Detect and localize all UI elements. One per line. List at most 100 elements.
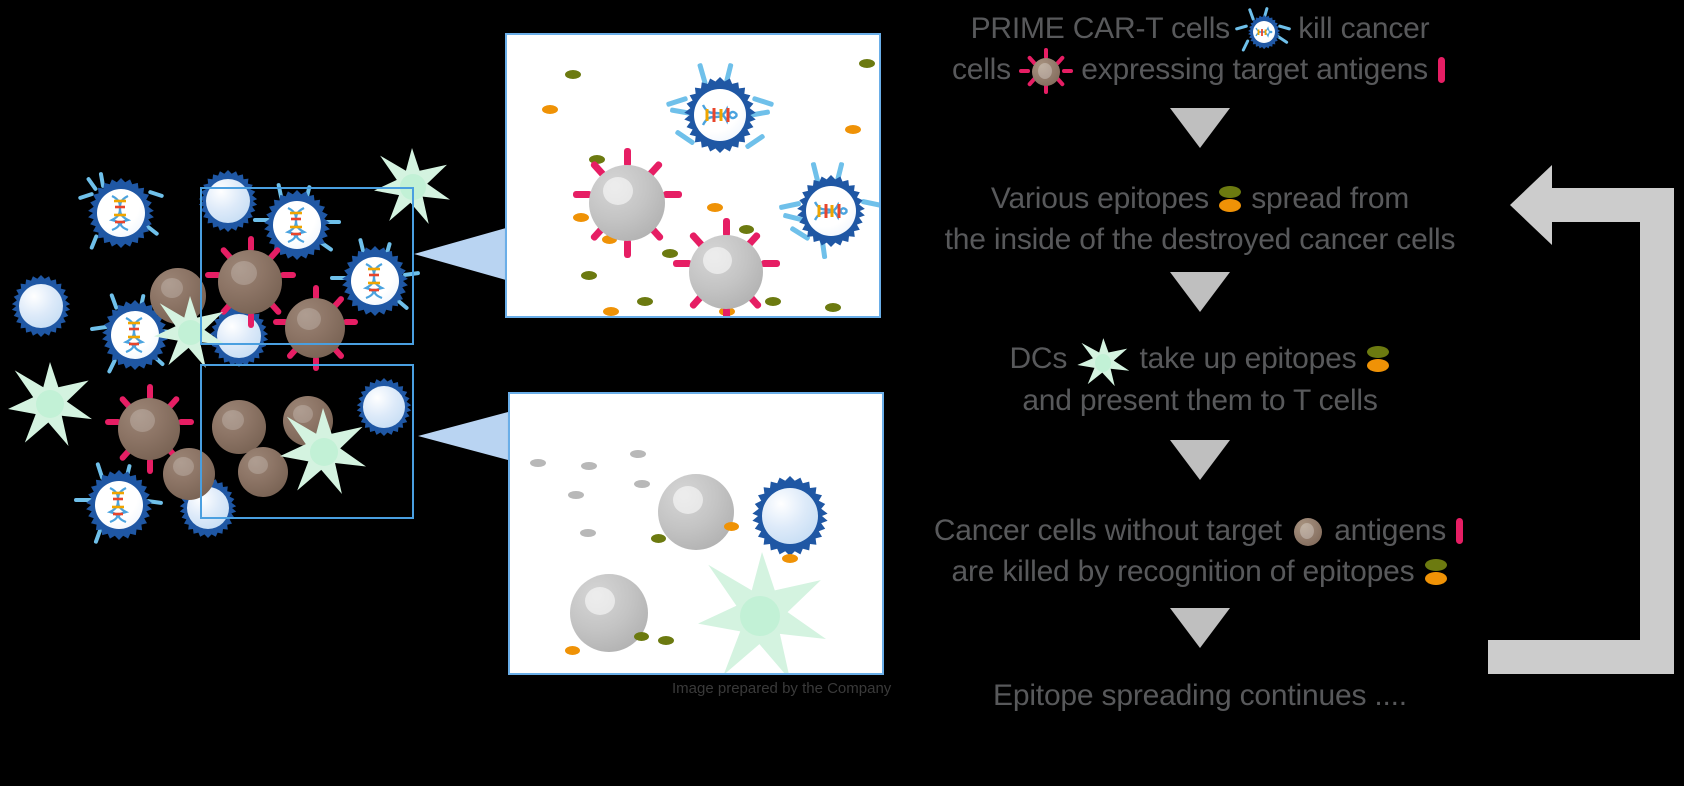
step-dcs-present-epitopes: DCs take up epitopes and present them to… [900, 338, 1500, 421]
cancer-cell-plain [163, 448, 215, 500]
dna-helix-icon [108, 195, 132, 232]
feedback-loop-arrowhead-icon [1510, 165, 1552, 245]
step-4-text-b: antigens [1326, 514, 1455, 547]
t-cell [197, 170, 259, 232]
inset-panel-bottom [508, 392, 884, 675]
epitope-olive-icon [634, 632, 649, 641]
step-1-text-b: kill cancer [1290, 12, 1430, 45]
cancer-cell-plain [238, 447, 288, 497]
epitope-olive-icon [565, 70, 581, 79]
epitope-orange-icon [602, 235, 617, 244]
epitope-orange-icon [845, 125, 861, 134]
step-2-text-b: spread from [1243, 182, 1410, 215]
step-4-text-c: are killed by recognition of epitopes [951, 555, 1423, 588]
dendritic-cell [154, 296, 226, 368]
debris-gray-icon [581, 462, 597, 470]
step-2-line-1: Various epitopes spread from [900, 178, 1500, 219]
epitope-orange-icon [724, 522, 739, 531]
flow-arrow-4 [1170, 608, 1230, 648]
debris-gray-icon [530, 459, 546, 467]
dying-cancer-cell [673, 218, 780, 316]
debris-gray-icon [568, 491, 584, 499]
cart-cell [89, 292, 180, 375]
step-4-line-2: are killed by recognition of epitopes [900, 551, 1500, 592]
step-epitopes-spread: Various epitopes spread from the inside … [900, 178, 1500, 260]
t-cell [750, 476, 830, 563]
step-prime-cart-kills-cancer: PRIME CAR-T cells [900, 6, 1500, 95]
feedback-loop-vertical [1640, 222, 1674, 674]
selection-box-bottom[interactable] [200, 364, 414, 519]
inset-panel-top [505, 33, 881, 318]
flow-arrow-2 [1170, 272, 1230, 312]
epitope-olive-icon [581, 271, 597, 280]
antigen-bar-icon [1454, 518, 1466, 546]
step-3-text-b: take up epitopes [1131, 342, 1365, 375]
step-1-line-2: cells expressing target antigens [900, 48, 1500, 95]
cancer-cell-plain-icon [1290, 515, 1326, 549]
epitope-orange-icon [573, 213, 589, 222]
dying-cancer-cell [565, 574, 649, 655]
epitope-olive-icon [825, 303, 841, 312]
epitope-olive-icon [658, 636, 674, 645]
feedback-loop-horizontal [1488, 640, 1674, 674]
selection-box-top[interactable] [200, 187, 414, 345]
dna-helix-icon [1255, 26, 1273, 38]
antigen-bar-icon [1436, 57, 1448, 85]
debris-gray-icon [630, 450, 646, 458]
dendritic-cell [698, 552, 826, 673]
debris-gray-icon [634, 480, 650, 488]
step-3-text-a: DCs [1009, 342, 1076, 375]
step-2-text-a: Various epitopes [990, 182, 1218, 215]
flow-arrow-3 [1170, 440, 1230, 480]
debris-gray-icon [580, 529, 596, 537]
cart-cell [77, 171, 165, 251]
step-1-text-a: PRIME CAR-T cells [970, 12, 1239, 45]
epitope-orange-icon [603, 307, 619, 316]
epitope-pair-icon [1217, 184, 1243, 216]
step-epitope-spreading-continues: Epitope spreading continues .... [900, 675, 1500, 716]
step-3-line-2: and present them to T cells [1022, 384, 1378, 418]
cart-cell-icon [1234, 6, 1292, 53]
cancer-cell-with-antigen-icon [1019, 48, 1074, 95]
dna-helix-icon [106, 487, 130, 524]
dying-cancer-cell [651, 474, 739, 550]
epitope-orange-icon [707, 203, 723, 212]
epitope-olive-icon [739, 225, 754, 234]
cancer-cell-with-antigen [205, 236, 296, 328]
epitope-orange-icon [565, 646, 580, 655]
dendritic-cell [280, 408, 366, 494]
t-cell [10, 275, 72, 337]
epitope-olive-icon [859, 59, 875, 68]
epitope-orange-icon [782, 554, 798, 563]
step-1-text-d: expressing target antigens [1073, 53, 1437, 86]
epitope-olive-icon [589, 155, 605, 164]
dna-helix-icon [701, 104, 739, 126]
habitat-overview [0, 0, 500, 786]
cart-cell [330, 237, 421, 316]
feedback-loop-neck [1552, 188, 1674, 222]
cart-cell [778, 161, 879, 260]
t-cell [355, 378, 413, 436]
epitope-orange-icon [542, 105, 558, 114]
dendritic-cell [8, 362, 92, 446]
cancer-cell-plain [212, 400, 266, 454]
epitope-olive-icon [765, 297, 781, 306]
cancer-cell-with-antigen [273, 285, 358, 371]
dendritic-cell-icon [1075, 338, 1131, 387]
epitope-pair-icon [1423, 557, 1449, 589]
dying-cancer-cell [573, 148, 682, 258]
cancer-cell-with-antigen [105, 384, 194, 474]
epitope-olive-icon [637, 297, 653, 306]
leader-wedge-top [414, 228, 506, 280]
epitope-olive-icon [662, 249, 678, 258]
inset-caption: Image prepared by the Company [672, 680, 892, 697]
step-4-text-a: Cancer cells without target [933, 514, 1291, 547]
epitope-pair-icon [1365, 344, 1391, 376]
step-1-text-c: cells [951, 53, 1020, 86]
leader-wedge-bottom [418, 412, 508, 460]
cart-cell [665, 62, 775, 153]
cart-cell [74, 461, 164, 545]
step-2-line-2: the inside of the destroyed cancer cells [944, 223, 1456, 256]
step-3-line-1: DCs take up epitopes [900, 338, 1500, 387]
